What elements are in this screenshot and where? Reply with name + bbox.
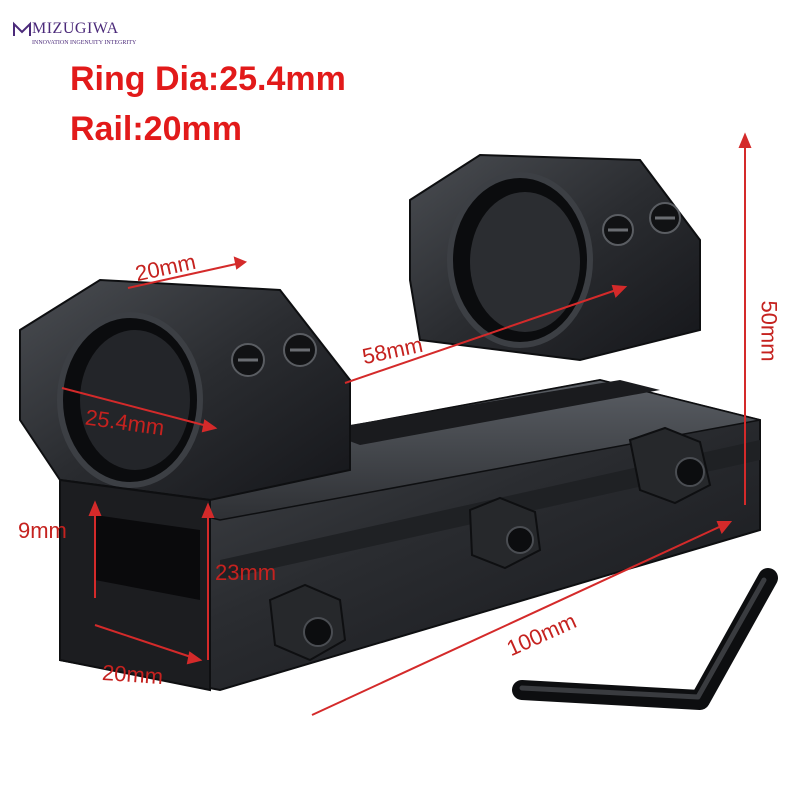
- clamp-nut-1: [268, 583, 347, 662]
- brand-name: MIZUGIWA: [32, 20, 119, 37]
- hex-key-icon: [512, 568, 778, 710]
- brand-tagline: INNOVATION INGENUITY INTEGRITY: [32, 40, 137, 46]
- front-ring-inner: [80, 330, 190, 470]
- rear-ring-inner: [470, 192, 580, 332]
- dimension-arrows: [61, 132, 752, 716]
- dim-base-height-small: 9mm: [18, 518, 67, 543]
- dim-height: 50mm: [756, 300, 782, 362]
- base-clamp-slot: [95, 515, 200, 600]
- clamp-nut-3: [628, 426, 712, 505]
- dim-base-height: 23mm: [215, 560, 277, 585]
- clamp-nut-2: [468, 496, 542, 570]
- brand-logo: MIZUGIWA INNOVATION INGENUITY INTEGRITY: [12, 18, 142, 58]
- spec-ring-diameter: Ring Dia:25.4mm: [70, 60, 346, 98]
- dim-base-width: 20mm: [101, 659, 164, 690]
- brand-logo-icon: [13, 21, 31, 36]
- spec-rail: Rail:20mm: [70, 110, 242, 148]
- rail-groove: [320, 380, 660, 445]
